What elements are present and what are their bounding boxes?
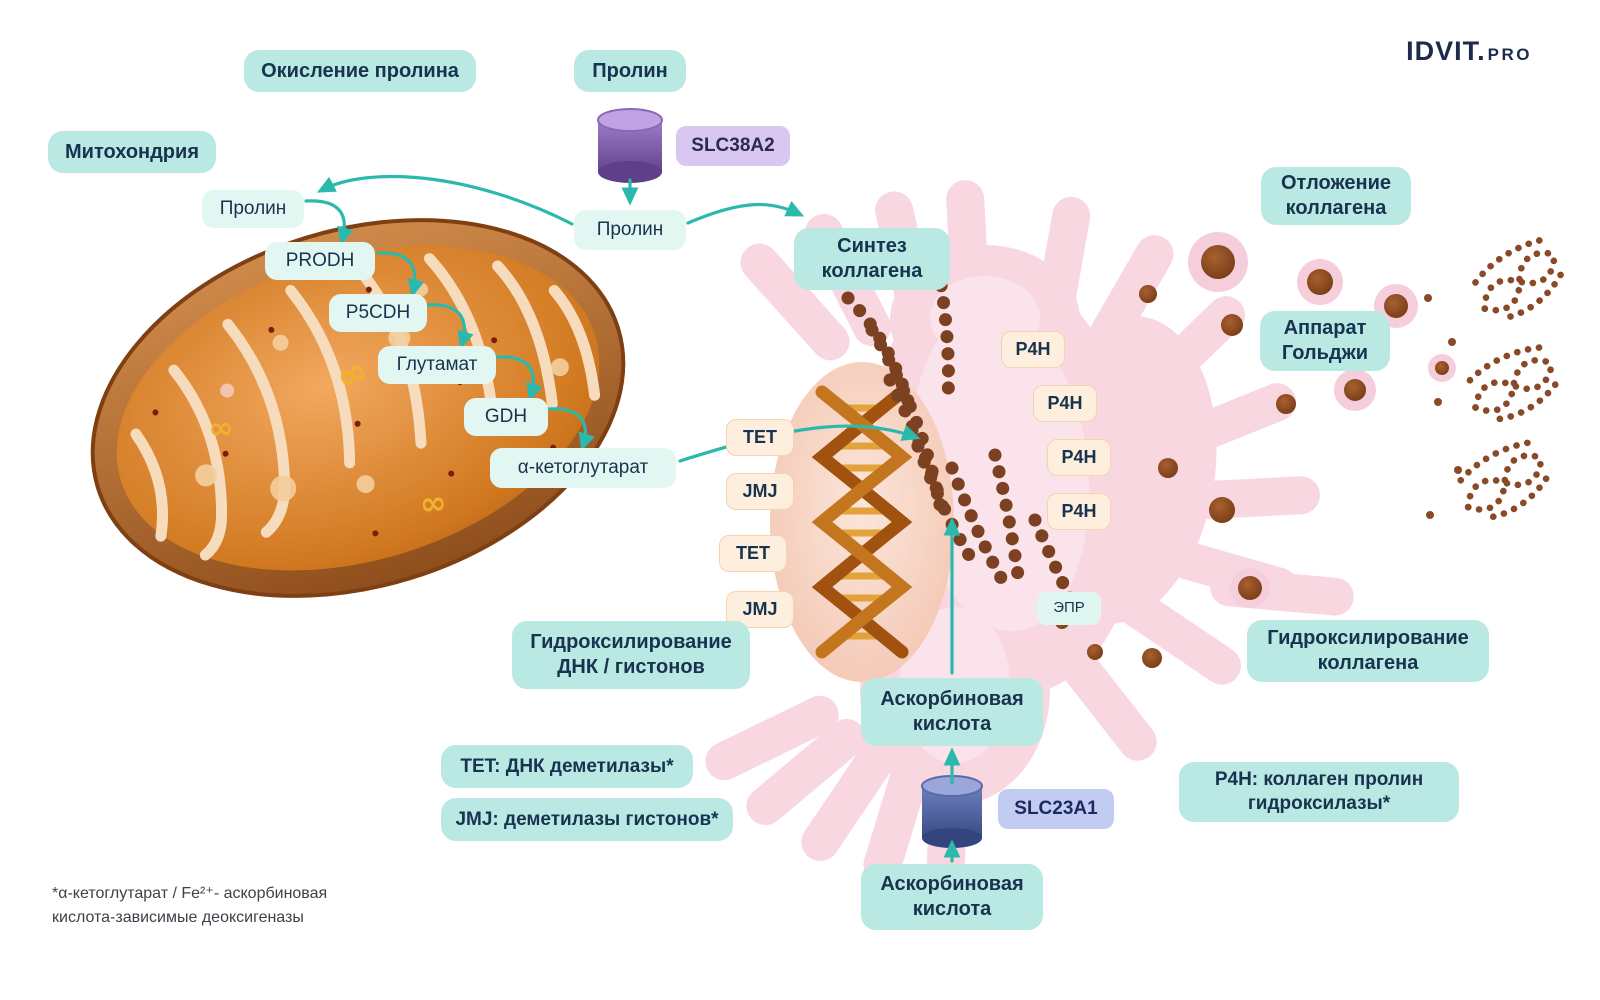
tet-label-1: TET — [726, 419, 794, 456]
loose-collagen-dots — [1424, 294, 1462, 519]
collagen-deposition-label: Отложение коллагена — [1261, 167, 1411, 225]
jmj-label-1: JMJ — [726, 473, 794, 510]
glutamate-label: Глутамат — [378, 346, 496, 384]
alpha-ketoglutarate-label: α-кетоглутарат — [490, 448, 676, 488]
logo-main: IDVIT. — [1406, 36, 1486, 66]
slc23a1-transporter — [921, 775, 983, 848]
p4h-label-1: P4H — [1001, 331, 1065, 368]
footnote-line-1: *α-кетоглутарат / Fe²⁺- аскорбиновая — [52, 885, 328, 902]
p4h-label-4: P4H — [1047, 493, 1111, 530]
p4h-label-2: P4H — [1033, 385, 1097, 422]
slc38a2-label: SLC38A2 — [676, 126, 790, 166]
arrow-prodh-to-p5cdh — [376, 251, 425, 298]
brand-logo: IDVIT.PRO — [1406, 36, 1532, 67]
p4h-legend: P4H: коллаген пролин гидроксилазы* — [1179, 762, 1459, 822]
arrow-akg-to-nucleus — [678, 424, 921, 463]
ascorbic-lower-label: Аскорбиновая кислота — [861, 864, 1043, 930]
svg-text:∞: ∞ — [418, 483, 448, 523]
collagen-hydroxylation-label: Гидроксилирование коллагена — [1247, 620, 1489, 682]
pathway-arrows — [304, 174, 961, 863]
er-abbrev-label: ЭПР — [1037, 592, 1101, 625]
prolin-top-label: Пролин — [574, 50, 686, 92]
arrow-prolin-to-collagen-synthesis — [686, 200, 805, 225]
golgi-label: Аппарат Гольджи — [1260, 311, 1390, 371]
p5cdh-label: P5CDH — [329, 294, 427, 332]
logo-suffix: PRO — [1487, 45, 1532, 64]
arrow-glutamate-to-gdh — [495, 355, 543, 402]
mitochondria-illustration: ∞ ∞ ∞ — [90, 218, 626, 598]
svg-text:∞: ∞ — [208, 410, 235, 446]
collagen-synthesis-label: Синтез коллагена — [794, 228, 950, 290]
tet-legend: TET: ДНК деметилазы* — [441, 745, 693, 788]
slc38a2-transporter — [597, 108, 663, 183]
footnote-line-2: кислота-зависимые деоксигеназы — [52, 909, 304, 926]
arrow-prolin-to-mitochondria — [316, 174, 574, 226]
p4h-label-3: P4H — [1047, 439, 1111, 476]
footnote: *α-кетоглутарат / Fe²⁺- аскорбиновая кис… — [52, 882, 327, 930]
tet-label-2: TET — [719, 535, 787, 572]
arrow-gdh-to-akg — [547, 407, 595, 452]
prolin-center-label: Пролин — [574, 210, 686, 250]
golgi-vesicles — [1055, 231, 1571, 668]
arrow-prolin-to-prodh — [304, 199, 354, 246]
slc23a1-label: SLC23A1 — [998, 789, 1114, 829]
ascorbic-upper-label: Аскорбиновая кислота — [861, 678, 1043, 746]
collagen-fibrils — [1451, 231, 1571, 530]
prodh-label: PRODH — [265, 242, 375, 280]
dna-hydroxylation-label: Гидроксилирование ДНК / гистонов — [512, 621, 750, 689]
jmj-legend: JMJ: деметилазы гистонов* — [441, 798, 733, 841]
mitochondria-label: Митохондрия — [48, 131, 216, 173]
oxidation-title: Окисление пролина — [244, 50, 476, 92]
arrow-p5cdh-to-glutamate — [426, 303, 474, 350]
gdh-label: GDH — [464, 398, 548, 436]
dna-helix — [770, 362, 954, 682]
prolin-mito-label: Пролин — [202, 190, 304, 228]
